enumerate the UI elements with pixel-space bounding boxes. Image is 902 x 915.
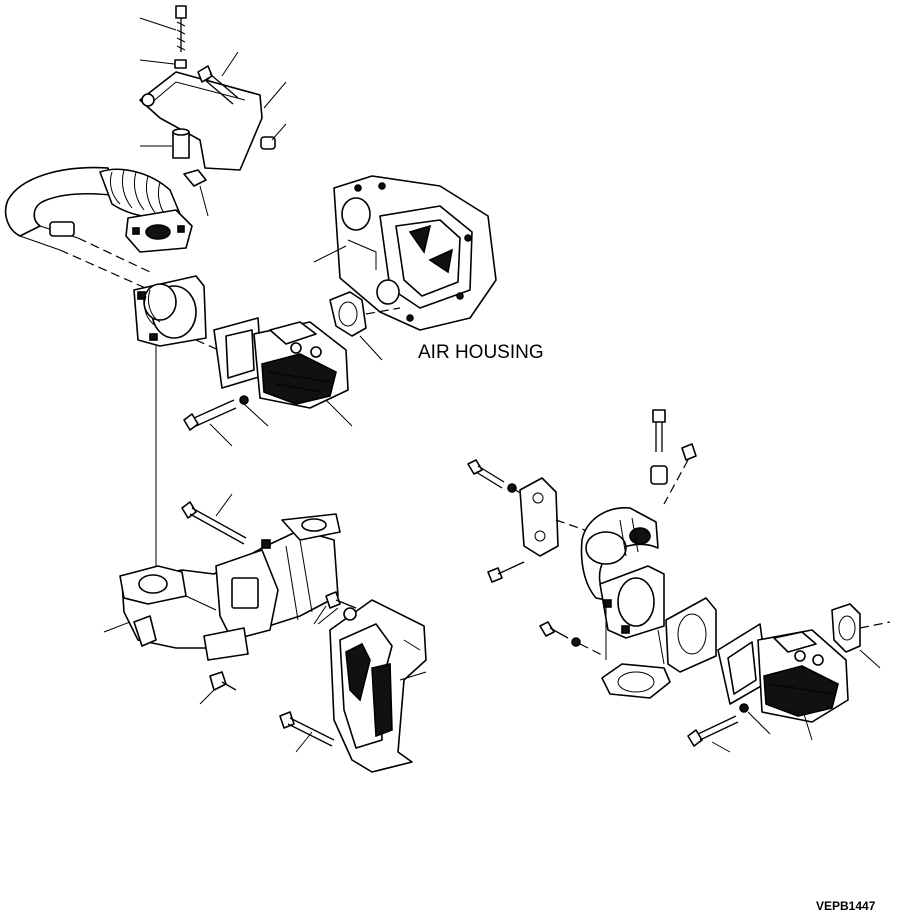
figure-code: VEPB1447: [816, 899, 876, 913]
clamp-bolt: [487, 561, 525, 583]
guide-gasket: [365, 307, 401, 315]
nut-right: [681, 443, 697, 461]
leader-turbo: [103, 621, 131, 633]
valve-actuator-upper: [213, 317, 349, 409]
valve-actuator-lower: [717, 623, 849, 723]
leader-lines-top: [139, 17, 287, 217]
mount-bolt-upper: [183, 395, 249, 431]
leader-gasket-lower: [859, 649, 881, 669]
leader-support-bracket: [399, 671, 427, 681]
top-bolt: [175, 5, 187, 52]
clamp-bracket: [519, 477, 559, 557]
guide-nut-right: [663, 459, 689, 505]
spacer-right: [650, 465, 668, 485]
leader-bracket-stud: [313, 605, 327, 625]
leader-lines-mid: [209, 399, 353, 447]
upper-bracket: [139, 69, 263, 171]
lower-clip: [183, 169, 207, 187]
vertical-bolt-right: [652, 409, 666, 452]
leader-small-bolt: [199, 689, 215, 705]
support-bracket: [329, 599, 427, 773]
washer: [174, 59, 187, 69]
long-bolt: [181, 501, 247, 545]
bellows-joint: [99, 168, 193, 253]
gasket-upper: [329, 291, 367, 337]
flange-adapter: [133, 275, 207, 347]
leader-bracket-bolt: [295, 731, 313, 753]
spacer-nut: [260, 136, 276, 150]
guide-small-bolt-right: [579, 643, 605, 657]
mount-bolt-lower: [687, 703, 749, 747]
square-gasket: [665, 597, 717, 673]
leader-lines-lower-right: [711, 711, 813, 753]
elbow-pipe: [580, 507, 659, 601]
air-housing-block: [333, 175, 497, 331]
air-housing-label: AIR HOUSING: [418, 342, 544, 363]
right-bolt-horizontal: [467, 459, 517, 493]
guide-right-bolt: [511, 487, 523, 495]
bracket-stud-upper: [325, 591, 357, 609]
curved-exhaust-pipe: [4, 166, 151, 291]
leader-long-bolt: [215, 493, 233, 517]
small-bolt-right: [539, 621, 581, 647]
small-bolt-lower: [209, 671, 237, 691]
elbow-flange: [599, 565, 665, 639]
gasket-lower: [831, 603, 861, 653]
spacer-sleeve: [172, 128, 190, 159]
elbow-guide-2: [657, 629, 665, 665]
leader-air-housing: [313, 245, 347, 263]
leader-turbo-flange: [317, 607, 339, 625]
bracket-bolt-lower: [279, 711, 335, 747]
base-gasket: [601, 663, 671, 699]
bracket-bolt: [197, 65, 239, 105]
turbocharger-body: [119, 513, 341, 661]
leader-gasket: [359, 335, 383, 361]
guide-gasket-lower: [859, 621, 891, 629]
